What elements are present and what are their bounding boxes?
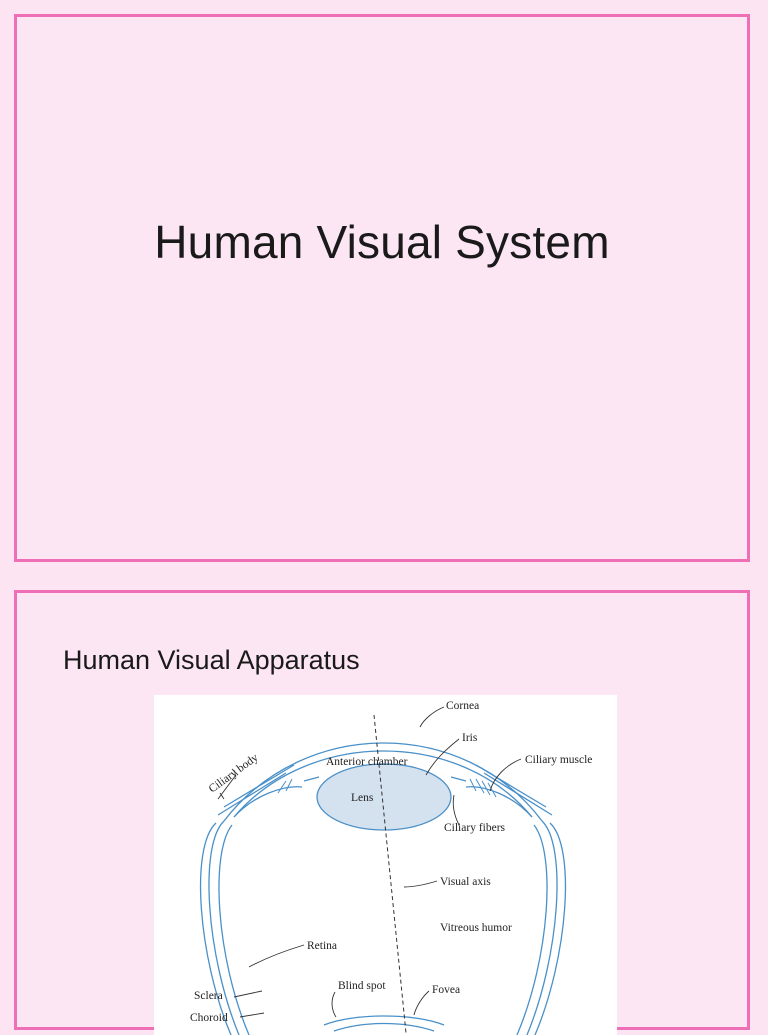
label-fovea: Fovea	[432, 984, 460, 996]
leader-lines	[217, 706, 522, 1018]
label-visual-axis: Visual axis	[440, 876, 491, 888]
label-lens: Lens	[351, 792, 374, 804]
label-ciliary-muscle: Ciliary muscle	[525, 754, 592, 766]
ciliary-hatching	[277, 778, 497, 798]
label-anterior-chamber: Anterior chamber	[326, 756, 408, 768]
visual-axis-line	[373, 714, 407, 1034]
title-slide: Human Visual System	[14, 14, 750, 562]
eye-diagram-svg: Cornea Iris Ciliary muscle Ciliary body …	[190, 700, 592, 1035]
lens-shape	[316, 763, 452, 831]
label-cornea: Cornea	[446, 700, 479, 712]
slide-title: Human Visual System	[154, 216, 610, 268]
content-slide: Human Visual Apparatus	[14, 590, 750, 1035]
label-ciliary-fibers: Ciliary fibers	[444, 822, 506, 834]
eye-diagram: Cornea Iris Ciliary muscle Ciliary body …	[154, 695, 617, 1035]
label-iris: Iris	[462, 732, 478, 744]
label-blind-spot: Blind spot	[338, 980, 386, 992]
label-choroid: Choroid	[190, 1012, 228, 1024]
label-retina: Retina	[307, 940, 337, 952]
slide-heading: Human Visual Apparatus	[63, 645, 360, 675]
label-sclera: Sclera	[194, 990, 223, 1002]
label-ciliary-body: Ciliary body	[207, 752, 261, 796]
label-vitreous-humor: Vitreous humor	[440, 922, 512, 934]
